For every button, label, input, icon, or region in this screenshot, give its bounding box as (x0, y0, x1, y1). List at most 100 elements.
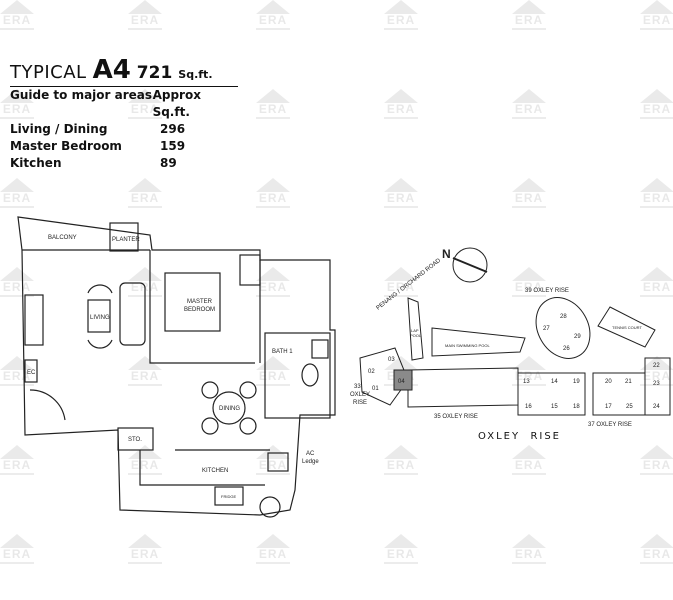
label-ledge: Ledge (302, 459, 319, 465)
era-watermark: ERA (256, 0, 290, 40)
block-37b (592, 372, 646, 416)
road-label: PENANG / ORCHARD ROAD (376, 257, 443, 311)
bed (164, 272, 221, 332)
toilet (301, 363, 319, 387)
label-dining: DINING (219, 406, 240, 412)
area-table-header: Guide to major areas Approx Sq.ft. (10, 87, 238, 121)
unit-label: 24 (653, 404, 660, 410)
armchair (87, 284, 113, 349)
oxley33-label: OXLEY (350, 392, 370, 398)
oxley35-label: 35 OXLEY RISE (434, 414, 478, 420)
room-size: 159 (160, 139, 186, 153)
dining-chair (239, 417, 257, 435)
lap-pool-label: LAP (411, 328, 419, 333)
era-watermark: ERA (384, 0, 418, 40)
lap-pool (407, 297, 424, 361)
unit-label: 02 (368, 369, 375, 375)
basin (311, 339, 329, 359)
washer (267, 452, 289, 472)
planter (109, 222, 139, 252)
entrance-door (29, 389, 66, 421)
unit-04-highlight (393, 369, 413, 391)
ec-box (24, 359, 38, 383)
block-37a (517, 372, 586, 416)
oxley33-label: 33 (354, 384, 361, 390)
tv-console (24, 294, 44, 346)
unit-label: 28 (560, 314, 567, 320)
compass-icon (452, 247, 488, 283)
lap-pool-label-2: POOL (410, 333, 422, 338)
area-row: Living / Dining 296 (10, 121, 238, 138)
era-watermark: ERA (512, 178, 546, 218)
label-fridge: FRIDGE (221, 494, 236, 499)
oxley-rise-road-label: OXLEY RISE (478, 431, 562, 442)
era-watermark: ERA (640, 0, 673, 40)
block-37c (644, 357, 671, 416)
water-heater (259, 496, 281, 518)
dining-chair (201, 381, 219, 399)
era-watermark: ERA (256, 89, 290, 129)
unit-label: 14 (551, 379, 558, 385)
era-watermark: ERA (128, 534, 162, 574)
size-heading: Approx Sq.ft. (152, 88, 201, 119)
era-watermark: ERA (384, 534, 418, 574)
unit-area: 721 (136, 63, 173, 83)
era-watermark: ERA (512, 445, 546, 485)
era-watermark: ERA (512, 0, 546, 40)
oxley33-label: RISE (353, 400, 367, 406)
unit-label: 23 (653, 381, 660, 387)
unit-label: 20 (605, 379, 612, 385)
label-bath: BATH 1 (272, 349, 293, 355)
era-watermark: ERA (640, 178, 673, 218)
area-row: Kitchen 89 (10, 155, 238, 172)
dining-chair (201, 417, 219, 435)
era-watermark: ERA (640, 89, 673, 129)
unit-label: 16 (525, 404, 532, 410)
era-watermark: ERA (384, 178, 418, 218)
oxley37-label: 37 OXLEY RISE (588, 422, 632, 428)
block-35 (407, 367, 519, 408)
era-watermark: ERA (0, 534, 34, 574)
floor-plan: BALCONY PLANTER LIVING MASTER BEDROOM EC… (17, 216, 336, 518)
label-planter: PLANTER (112, 237, 140, 243)
unit-label: 17 (605, 404, 612, 410)
room-size: 89 (160, 156, 177, 170)
area-heading: Guide to major areas (10, 88, 153, 102)
room-size: 296 (160, 122, 186, 136)
era-watermark: ERA (128, 0, 162, 40)
unit-label: 04 (398, 379, 405, 385)
label-balcony: BALCONY (48, 235, 77, 241)
unit-label: 15 (551, 404, 558, 410)
tennis-label: TENNIS COURT (612, 325, 642, 330)
fridge (214, 486, 244, 506)
label-store: STO. (128, 437, 142, 443)
store-room (117, 427, 154, 451)
unit-label: 01 (372, 386, 379, 392)
compass-needle (452, 257, 488, 273)
era-watermark: ERA (0, 178, 34, 218)
era-watermark: ERA (384, 89, 418, 129)
era-watermark: ERA (256, 178, 290, 218)
label-ac: AC (306, 451, 315, 457)
outer-wall (17, 216, 336, 516)
main-pool-label: MAIN SWIMMING POOL (445, 343, 490, 348)
north-label: N (442, 247, 451, 261)
label-master: MASTER (187, 299, 213, 305)
room-name: Living / Dining (10, 122, 108, 136)
era-watermark: ERA (128, 178, 162, 218)
era-watermark: ERA (512, 534, 546, 574)
label-ec: EC (27, 370, 36, 376)
room-name: Kitchen (10, 156, 62, 170)
area-row: Master Bedroom 159 (10, 138, 238, 155)
unit-label: 19 (573, 379, 580, 385)
block-33 (359, 347, 409, 406)
era-watermark: ERA (0, 0, 34, 40)
tennis-court (597, 306, 656, 348)
unit-label: 25 (626, 404, 633, 410)
unit-title: TYPICAL A4 721 Sq.ft. (10, 55, 238, 87)
unit-label: 03 (388, 357, 395, 363)
unit-label: 27 (543, 326, 550, 332)
unit-label: 29 (574, 334, 581, 340)
coffee-table (87, 299, 111, 333)
era-watermark: ERA (640, 445, 673, 485)
